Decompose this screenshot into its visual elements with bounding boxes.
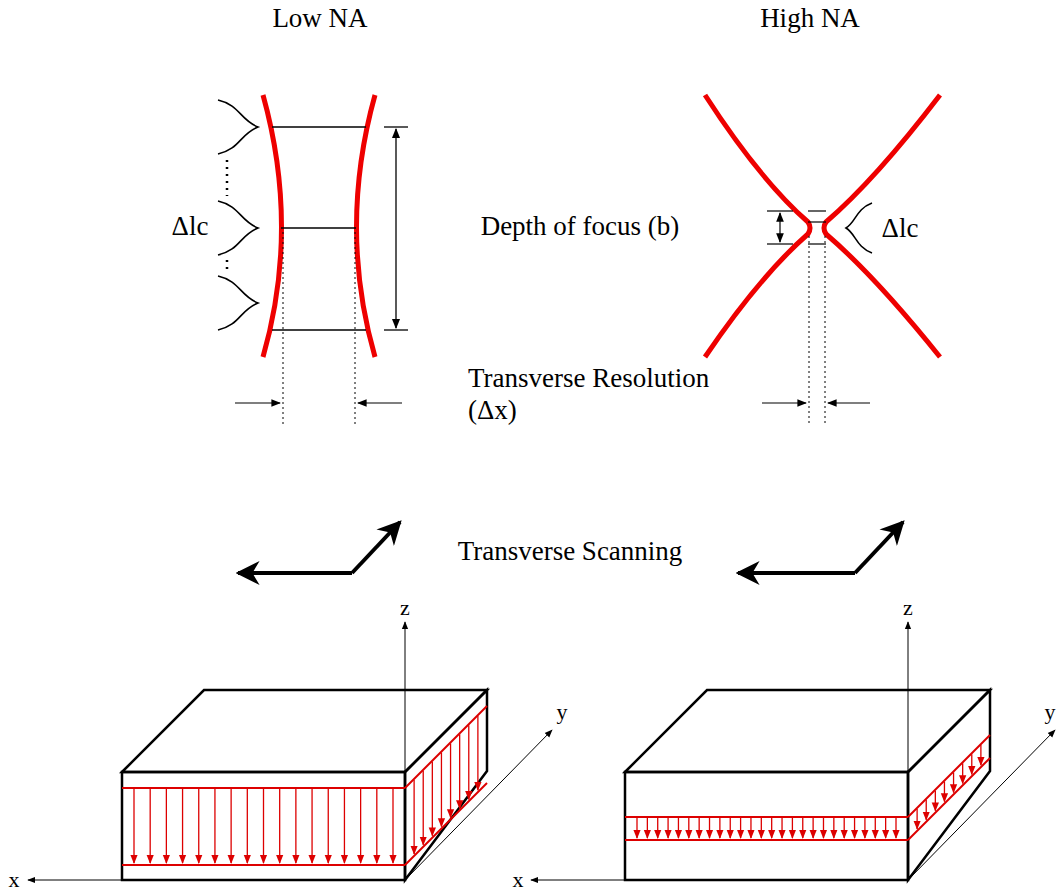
axis-label: x xyxy=(513,867,524,893)
axis-label: y xyxy=(557,699,568,725)
block-stroke xyxy=(833,818,834,838)
block-stroke xyxy=(962,763,963,783)
block-stroke xyxy=(468,725,469,799)
block-stroke xyxy=(667,818,668,838)
block-stroke xyxy=(935,791,936,811)
axis-label: z xyxy=(400,595,410,621)
annotation: Low NA xyxy=(272,2,367,34)
block-stroke xyxy=(328,789,329,863)
block-stroke xyxy=(844,818,845,838)
block-stroke xyxy=(625,690,990,772)
block-stroke xyxy=(740,818,741,838)
annotation: Transverse Resolution (Δx) xyxy=(468,362,728,427)
block-stroke xyxy=(150,789,151,863)
block-stroke xyxy=(360,789,361,863)
block-stroke xyxy=(122,864,405,866)
sample-blocks xyxy=(28,622,1055,880)
block-stroke xyxy=(802,818,803,838)
block-stroke xyxy=(761,818,762,838)
block-stroke xyxy=(263,789,264,863)
scan-arrows xyxy=(238,522,903,573)
block-stroke xyxy=(895,818,896,838)
block-stroke xyxy=(625,772,908,880)
block-stroke xyxy=(908,730,1055,880)
block-stroke xyxy=(405,783,487,865)
axis-label: z xyxy=(903,595,913,621)
block-stroke xyxy=(854,818,855,838)
block-stroke xyxy=(657,818,658,838)
block-stroke xyxy=(908,735,990,817)
block-stroke xyxy=(247,789,248,863)
block-stroke xyxy=(392,789,393,863)
block-stroke xyxy=(295,789,296,863)
block-stroke xyxy=(636,818,637,838)
axis-label: y xyxy=(1045,699,1056,725)
annotation: Transverse Scanning xyxy=(458,535,683,567)
block-stroke xyxy=(792,818,793,838)
block-stroke xyxy=(709,818,710,838)
block-stroke xyxy=(450,743,451,817)
block-stroke xyxy=(812,818,813,838)
block-stroke xyxy=(719,818,720,838)
axis-label: x xyxy=(9,867,20,893)
annotation: Δlc xyxy=(882,212,919,244)
block-stroke xyxy=(166,789,167,863)
block-stroke xyxy=(122,787,405,789)
block-stroke xyxy=(441,753,442,827)
block-stroke xyxy=(459,734,460,808)
block-stroke xyxy=(230,789,231,863)
block-stroke xyxy=(413,780,414,854)
block-stroke xyxy=(885,818,886,838)
block-stroke xyxy=(971,754,972,774)
block-stroke xyxy=(405,706,487,788)
block-stroke xyxy=(864,818,865,838)
block-stroke xyxy=(625,839,908,841)
annotation: Δlc xyxy=(172,210,209,242)
block-stroke xyxy=(908,690,990,880)
annotation: Depth of focus (b) xyxy=(481,210,680,242)
block-stroke xyxy=(423,771,424,845)
block-stroke xyxy=(198,789,199,863)
block-stroke xyxy=(133,789,134,863)
block-stroke xyxy=(625,816,908,818)
block-stroke xyxy=(875,818,876,838)
low-na-beam xyxy=(218,95,408,425)
block-stroke xyxy=(771,818,772,838)
block-stroke xyxy=(405,690,487,880)
block-stroke xyxy=(678,818,679,838)
block-stroke xyxy=(916,809,917,829)
block-stroke xyxy=(182,789,183,863)
block-stroke xyxy=(122,772,405,880)
block-stroke xyxy=(432,762,433,836)
block-stroke xyxy=(730,818,731,838)
block-stroke xyxy=(647,818,648,838)
annotation: High NA xyxy=(760,2,860,34)
block-stroke xyxy=(750,818,751,838)
block-stroke xyxy=(477,716,478,790)
block-stroke xyxy=(944,782,945,802)
block-stroke xyxy=(980,745,981,765)
block-stroke xyxy=(908,758,990,840)
block-stroke xyxy=(688,818,689,838)
block-stroke xyxy=(376,789,377,863)
block-stroke xyxy=(953,772,954,792)
block-stroke xyxy=(311,789,312,863)
block-stroke xyxy=(781,818,782,838)
block-stroke xyxy=(699,818,700,838)
block-stroke xyxy=(823,818,824,838)
block-stroke xyxy=(279,789,280,863)
block-stroke xyxy=(926,800,927,820)
block-stroke xyxy=(214,789,215,863)
block-stroke xyxy=(344,789,345,863)
high-na-beam xyxy=(705,95,940,425)
